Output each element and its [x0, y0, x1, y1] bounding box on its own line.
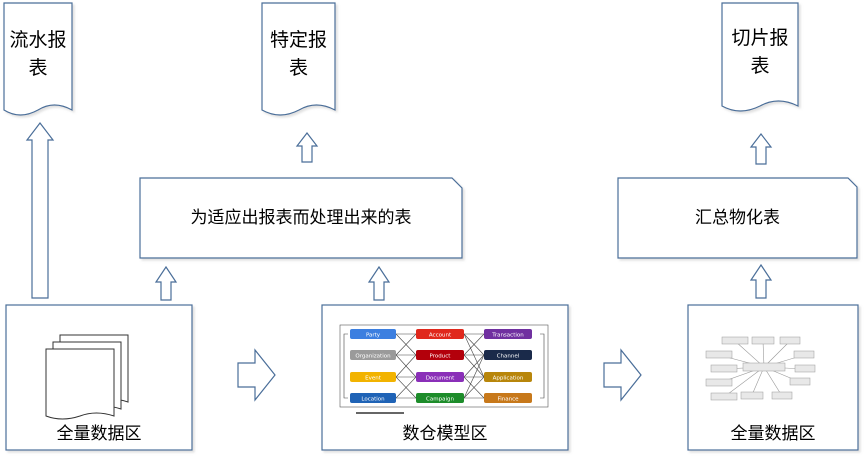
entity-label-application: Application: [493, 376, 524, 382]
adapted-table-box: [139, 177, 463, 259]
slice-report-doc: [721, 2, 799, 112]
entity-label-channel: Channel: [497, 354, 520, 360]
entity-product: [416, 350, 464, 360]
up-arrow-tall: [25, 122, 55, 299]
entity-label-campaign: Campaign: [426, 397, 454, 403]
model-caption-scribble: [356, 412, 404, 414]
entity-label-transaction: Transaction: [491, 333, 524, 339]
entity-document: [416, 372, 464, 382]
entity-party: [350, 329, 396, 339]
entity-label-document: Document: [426, 376, 455, 382]
entity-label-party: Party: [366, 333, 381, 339]
slice-report-text-2: 表: [750, 55, 770, 77]
flow-report-text-2: 报: [47, 29, 67, 51]
entity-channel: [484, 350, 532, 360]
specific-report-text-2: 表: [288, 57, 308, 79]
full-data-right-box: [687, 304, 859, 451]
flow-report-label: 流水报 表: [6, 26, 70, 82]
flow-report-text-1: 流水: [9, 29, 48, 51]
entity-finance: [484, 393, 532, 403]
entity-label-account: Account: [429, 333, 452, 339]
network-diagram: [705, 336, 816, 401]
entity-label-finance: Finance: [497, 397, 519, 403]
flow-report-text-3: 表: [28, 57, 48, 79]
entity-organization: [350, 350, 396, 360]
entity-label-event: Event: [365, 376, 382, 382]
entity-event: [350, 372, 396, 382]
entity-campaign: [416, 393, 464, 403]
summary-table-label: 汇总物化表: [695, 208, 780, 228]
up-arrow-summary: [749, 263, 773, 299]
specific-report-label: 特定报 表: [262, 26, 335, 82]
up-arrow-specific: [295, 132, 319, 163]
summary-table-box: [617, 177, 858, 259]
entity-transaction: [484, 329, 532, 339]
up-arrow-slice: [749, 133, 773, 165]
full-data-right-label: 全量数据区: [730, 424, 816, 444]
entity-label-organization: Organization: [355, 354, 391, 360]
up-arrow-adapted-right: [367, 265, 391, 301]
full-data-left-label: 全量数据区: [56, 424, 142, 444]
slice-report-text-1: 切片报: [731, 27, 789, 49]
right-arrow-2: [603, 348, 642, 402]
entity-label-product: Product: [430, 354, 452, 360]
entity-label-location: Location: [361, 397, 385, 403]
entity-location: [350, 393, 396, 403]
flow-report-doc: [3, 2, 73, 116]
entity-account: [416, 329, 464, 339]
adapted-table-label: 为适应出报表而处理出来的表: [190, 208, 412, 228]
specific-report-text-1: 特定报: [269, 29, 327, 51]
specific-report-doc: [261, 2, 336, 116]
entity-application: [484, 372, 532, 382]
data-model-diagram: Party Organization Event Location Accoun…: [339, 324, 549, 414]
right-arrow-1: [237, 348, 276, 402]
slice-report-label: 切片报 表: [722, 24, 798, 80]
up-arrow-adapted-left: [154, 265, 178, 301]
model-area-label: 数仓模型区: [402, 424, 488, 444]
stacked-documents-icon: [45, 334, 129, 420]
